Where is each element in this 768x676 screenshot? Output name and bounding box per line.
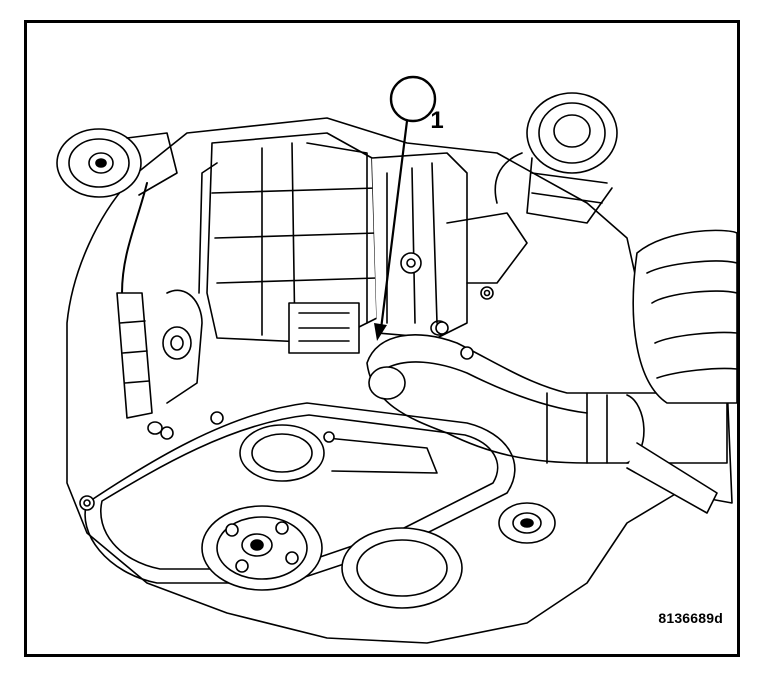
engine-illustration xyxy=(56,75,737,644)
callout-1-marker xyxy=(374,75,437,341)
callout-number-1: 1 xyxy=(430,107,444,134)
intake-hose xyxy=(366,334,728,514)
right-upper-canister xyxy=(494,92,618,224)
figure-id-label: 8136689d xyxy=(658,610,723,626)
figure-frame: 1 8136689d xyxy=(24,20,740,657)
bolts xyxy=(79,286,494,511)
lower-right-pulley xyxy=(341,502,556,609)
lower-pulley xyxy=(201,505,323,591)
alternator xyxy=(198,132,378,354)
right-housing xyxy=(632,229,737,404)
left-tensioner xyxy=(116,182,203,435)
left-upper-pulley xyxy=(56,128,178,198)
drive-belt xyxy=(84,402,516,584)
middle-idler-pulley xyxy=(239,424,438,482)
